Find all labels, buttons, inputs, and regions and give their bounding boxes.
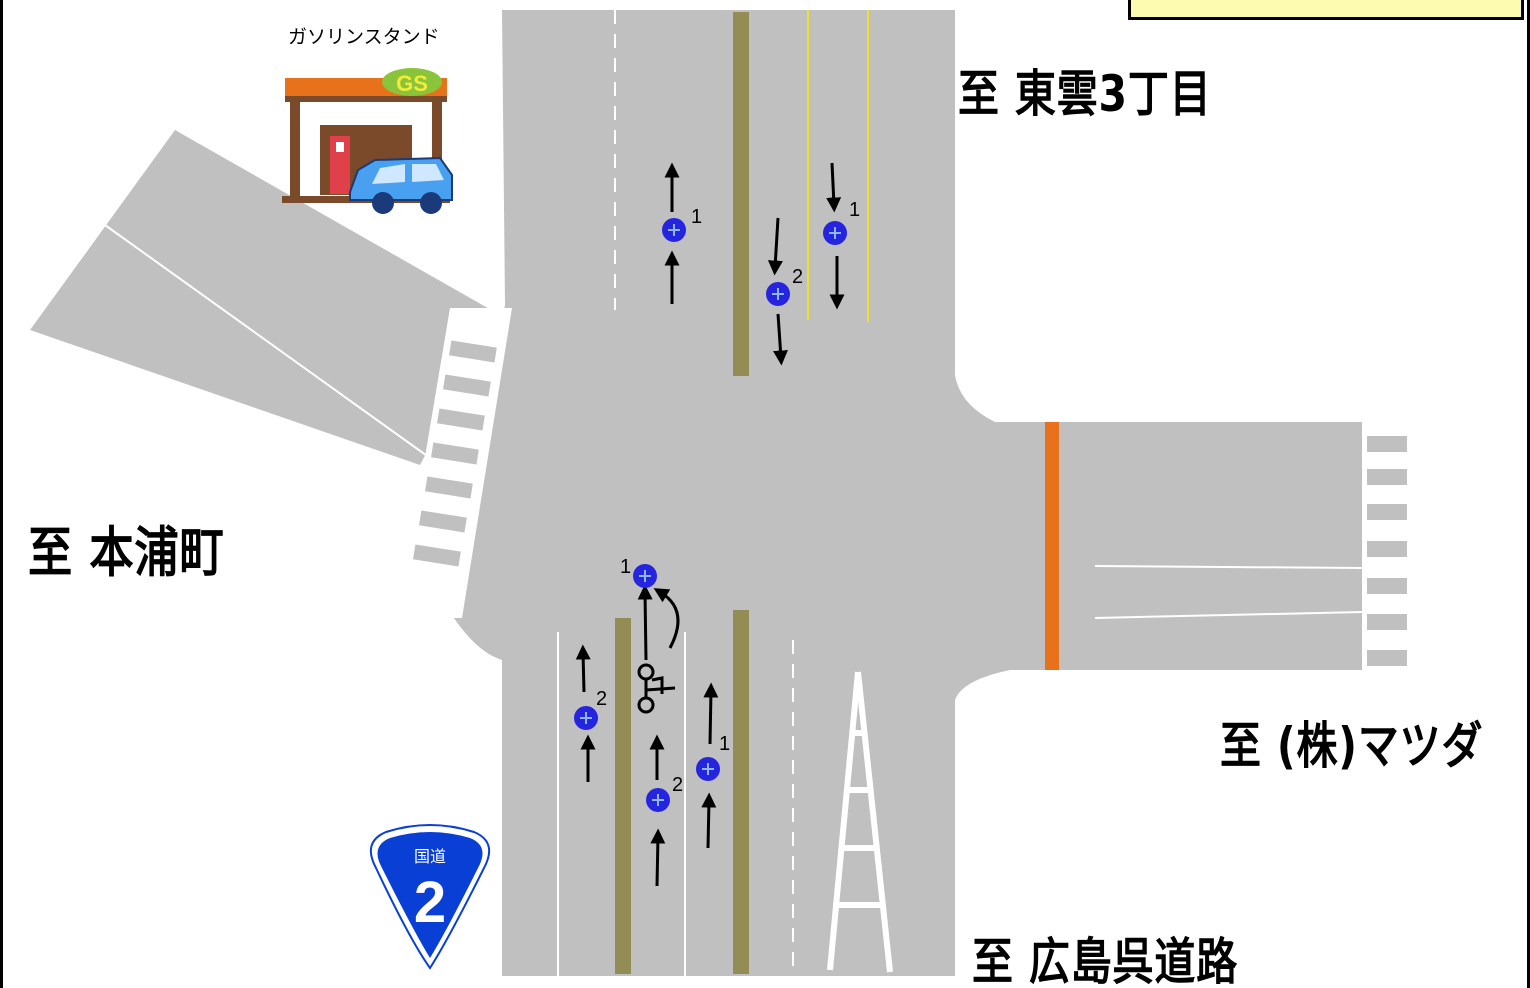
route-sign-number: 2 [414, 870, 446, 935]
vehicle-marker [574, 706, 598, 730]
vehicle-number: 1 [691, 206, 703, 228]
median-north [733, 12, 749, 376]
motorcycle-icon [637, 663, 676, 714]
vehicle-number: 2 [596, 688, 608, 710]
destination-west: 至 本浦町 [28, 521, 225, 584]
route-2-sign [369, 824, 491, 970]
vehicle-marker [696, 757, 720, 781]
gas-station-icon [282, 68, 453, 214]
vehicle-number: 1 [849, 199, 861, 221]
vehicle-marker [646, 788, 670, 812]
lane-markings [557, 10, 1363, 976]
gas-station-sign: GS [396, 71, 428, 96]
roads [30, 10, 1365, 976]
gas-station-label: ガソリンスタンド [288, 26, 440, 48]
road-center [440, 10, 1365, 976]
destination-north: 至 東雲3丁目 [958, 65, 1212, 123]
movement-arrows [575, 162, 845, 887]
vehicle-marker [662, 218, 686, 242]
destination-south: 至 広島呉道路 [972, 933, 1239, 988]
vehicle-marker [633, 564, 657, 588]
vehicle-number: 2 [672, 774, 684, 796]
crosswalk-west [398, 308, 512, 618]
vehicle-markers [574, 218, 847, 812]
vehicle-number: 2 [792, 266, 804, 288]
route-sign-top: 国道 [414, 847, 446, 866]
crosswalk-east [1362, 422, 1412, 672]
note-box [1128, 0, 1524, 20]
median-south-left [615, 618, 631, 974]
road-northwest [30, 130, 500, 465]
vehicle-number: 1 [620, 556, 632, 578]
median-south-right [733, 610, 749, 974]
stop-line-east [1045, 422, 1059, 670]
vehicle-number: 1 [719, 733, 731, 755]
channelization-zebra [827, 671, 893, 973]
vehicle-marker [766, 282, 790, 306]
vehicle-marker [823, 221, 847, 245]
destination-east: 至 (株)マツダ [1220, 717, 1484, 775]
